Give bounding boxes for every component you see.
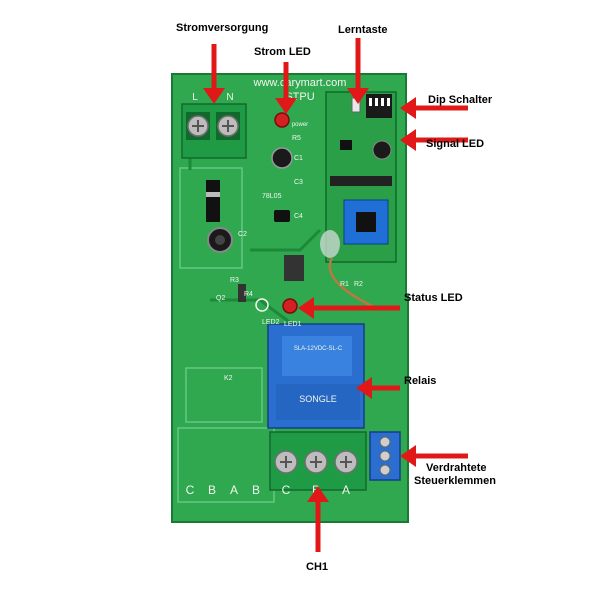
power-terminal-block xyxy=(181,103,247,159)
label-stromversorgung: Stromversorgung xyxy=(176,22,269,34)
label-lerntaste: Lerntaste xyxy=(338,24,388,36)
ref-label: R2 xyxy=(354,281,363,288)
receiver-module xyxy=(320,91,397,308)
power-components xyxy=(206,147,304,302)
ref-label: C1 xyxy=(294,155,303,162)
power-led xyxy=(274,112,290,128)
annotation-arrows xyxy=(203,38,468,552)
ref-label: C3 xyxy=(294,179,303,186)
relay xyxy=(267,323,365,429)
ref-label: LED1 xyxy=(284,321,302,328)
ref-label: Q2 xyxy=(216,295,225,302)
label-verdrahtete-1: Verdrahtete xyxy=(426,462,487,474)
ref-label: R1 xyxy=(340,281,349,288)
bottom-letter: A xyxy=(342,483,350,497)
relay-brand: SONGLE xyxy=(299,394,337,404)
label-relais: Relais xyxy=(404,375,437,387)
bottom-letter: C xyxy=(282,483,291,497)
terminal-mark-l: L xyxy=(192,92,198,103)
bottom-letter: C xyxy=(186,483,195,497)
bottom-letter: B xyxy=(208,483,216,497)
pcb-url: www.carymart.com xyxy=(253,77,347,89)
power-mark: power xyxy=(292,122,308,128)
ref-label: K2 xyxy=(224,375,233,382)
label-status-led: Status LED xyxy=(404,292,463,304)
led-indicators xyxy=(255,112,298,314)
bottom-letter: B xyxy=(252,483,260,497)
component-refs: R5 C1 C3 78L05 C4 C2 R3 R4 Q2 LED1 LED2 … xyxy=(216,135,363,382)
relay-model: SLA-12VDC-SL-C xyxy=(294,346,343,352)
ref-label: R5 xyxy=(292,135,301,142)
ref-label: LED2 xyxy=(262,319,280,326)
ref-label: 78L05 xyxy=(262,193,282,200)
ref-label: C2 xyxy=(238,231,247,238)
label-ch1: CH1 xyxy=(306,561,329,573)
ref-label: R4 xyxy=(244,291,253,298)
bottom-letter: A xyxy=(230,483,238,497)
ref-label: C4 xyxy=(294,213,303,220)
status-led xyxy=(282,298,298,314)
ref-label: R3 xyxy=(230,277,239,284)
control-terminal-block xyxy=(369,431,401,481)
label-verdrahtete-2: Steuerklemmen xyxy=(414,475,496,487)
label-signal-led: Signal LED xyxy=(426,138,485,150)
label-strom-led: Strom LED xyxy=(254,46,311,58)
label-dip-schalter: Dip Schalter xyxy=(428,94,493,106)
terminal-mark-n: N xyxy=(226,92,233,103)
output-terminal-block xyxy=(269,431,367,491)
